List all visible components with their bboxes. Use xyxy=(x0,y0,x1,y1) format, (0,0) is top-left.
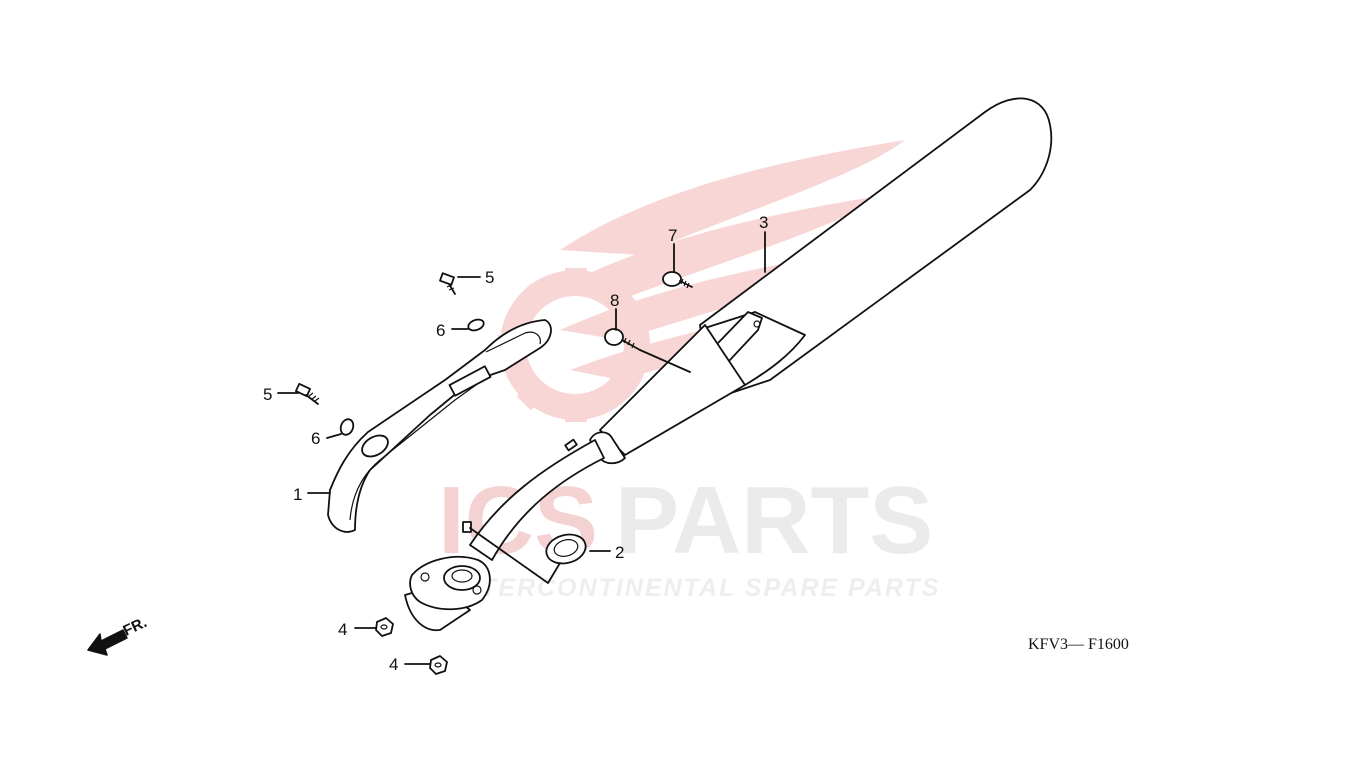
nut-part-4-lower xyxy=(429,655,448,675)
callout-7: 7 xyxy=(668,226,677,245)
bolt-part-7 xyxy=(662,271,693,289)
callout-2: 2 xyxy=(615,543,624,562)
washer-part-6-top xyxy=(467,318,485,332)
callout-4-upper: 4 xyxy=(338,620,347,639)
callout-5-top: 5 xyxy=(485,268,494,287)
exhaust-flange xyxy=(404,556,491,631)
bolt-part-8 xyxy=(604,328,641,351)
callout-5-left: 5 xyxy=(263,385,272,404)
watermark-tagline: INTERCONTINENTAL SPARE PARTS xyxy=(452,574,940,602)
front-direction-arrow-icon: FR. xyxy=(87,614,150,656)
callout-4-lower: 4 xyxy=(389,655,398,674)
gasket-part-2 xyxy=(545,533,587,565)
protector-part-1 xyxy=(327,319,552,533)
leader-lines xyxy=(277,231,766,665)
watermark-brand-right: PARTS xyxy=(615,467,933,574)
callout-numbers: 1 2 3 4 4 5 5 6 6 7 8 xyxy=(263,213,768,674)
callout-8: 8 xyxy=(610,291,619,310)
callout-6-left: 6 xyxy=(311,429,320,448)
callout-6-top: 6 xyxy=(436,321,445,340)
washer-part-6-left xyxy=(339,418,355,436)
watermark: ICS PARTS INTERCONTINENTAL SPARE PARTS xyxy=(438,467,940,602)
diagram-code: KFV3— F1600 xyxy=(1028,636,1129,653)
callout-1: 1 xyxy=(293,485,302,504)
muffler-part-3 xyxy=(462,97,1053,561)
callout-3: 3 xyxy=(759,213,768,232)
bolt-part-5-left xyxy=(294,382,320,405)
nut-part-4-upper xyxy=(375,617,394,637)
front-direction-label: FR. xyxy=(121,614,150,640)
bolt-part-5-top xyxy=(439,272,456,295)
